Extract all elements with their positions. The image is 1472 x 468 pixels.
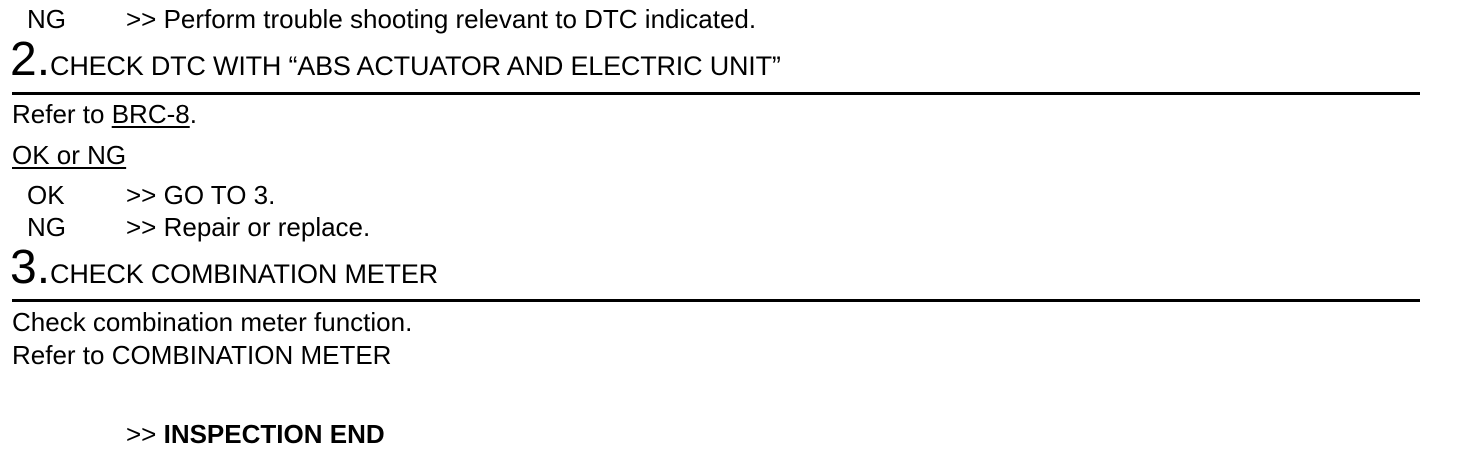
step3-number: 3.: [10, 241, 51, 294]
step2-refer-suffix: .: [189, 99, 197, 129]
step2-ok-label: OK: [27, 180, 65, 210]
step2-refer-line: Refer to BRC-8.: [12, 99, 197, 129]
step3-refer-target: COMBINATION METER: [111, 340, 392, 370]
step3-refer-line: Refer to COMBINATION METER: [12, 340, 391, 370]
step3-heading: 3.CHECK COMBINATION METER: [10, 244, 438, 292]
inspection-end-label: INSPECTION END: [163, 419, 385, 449]
ok-or-ng-heading: OK or NG: [12, 140, 127, 170]
step2-divider: [12, 92, 1420, 95]
step1-ng-label: NG: [27, 4, 66, 34]
step2-ok-action: >> GO TO 3.: [126, 180, 276, 210]
step1-ng-action: >> Perform trouble shooting relevant to …: [126, 4, 757, 34]
step2-refer-prefix: Refer to: [12, 99, 112, 129]
step3-refer-prefix: Refer to: [12, 340, 112, 370]
step3-divider: [12, 299, 1420, 302]
step3-body-line: Check combination meter function.: [12, 307, 413, 337]
inspection-end-prefix: >>: [126, 419, 164, 449]
step2-title: CHECK DTC WITH “ABS ACTUATOR AND ELECTRI…: [50, 51, 781, 81]
step2-ng-action: >> Repair or replace.: [126, 212, 371, 242]
step3-title: CHECK COMBINATION METER: [50, 259, 438, 289]
step2-ng-label: NG: [27, 212, 66, 242]
step2-number: 2.: [10, 33, 51, 86]
inspection-end-line: >> INSPECTION END: [126, 419, 385, 449]
step2-heading: 2.CHECK DTC WITH “ABS ACTUATOR AND ELECT…: [10, 36, 781, 84]
brc-8-link[interactable]: BRC-8: [111, 99, 190, 129]
